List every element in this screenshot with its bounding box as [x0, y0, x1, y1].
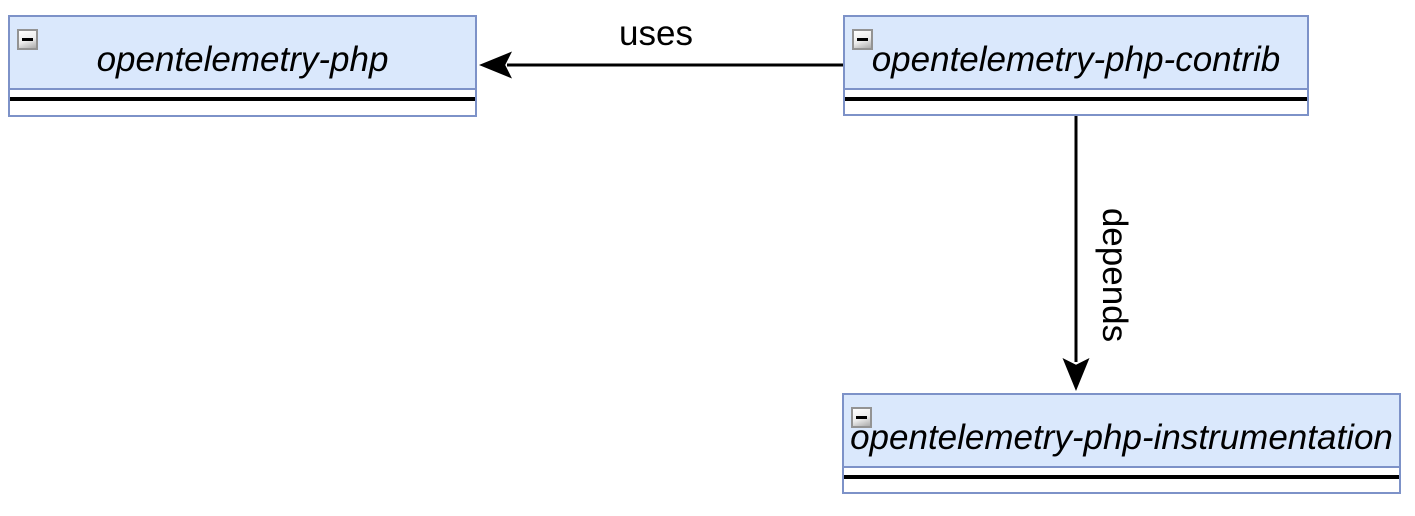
node-title: opentelemetry-php-instrumentation — [850, 417, 1393, 457]
compartment-divider — [844, 475, 1399, 479]
compartment-divider — [10, 97, 475, 101]
compartment-divider — [845, 97, 1307, 101]
arrowhead-left-icon — [479, 51, 512, 79]
collapse-button[interactable] — [852, 29, 873, 50]
node-opentelemetry-php-contrib[interactable]: opentelemetry-php-contrib — [843, 15, 1309, 116]
node-compartment — [844, 468, 1399, 491]
minus-icon — [22, 38, 33, 41]
node-title: opentelemetry-php-contrib — [871, 39, 1281, 79]
node-title: opentelemetry-php — [96, 39, 389, 79]
uses-edge-label: uses — [619, 14, 693, 53]
node-header: opentelemetry-php-contrib — [845, 17, 1307, 90]
collapse-button[interactable] — [851, 407, 872, 428]
node-header: opentelemetry-php-instrumentation — [844, 395, 1399, 468]
depends-edge-label: depends — [1095, 207, 1134, 343]
minus-icon — [857, 38, 868, 41]
node-compartment — [845, 90, 1307, 113]
node-opentelemetry-php[interactable]: opentelemetry-php — [8, 15, 477, 117]
depends-edge — [1062, 116, 1090, 391]
node-header: opentelemetry-php — [10, 17, 475, 90]
collapse-button[interactable] — [17, 29, 38, 50]
node-opentelemetry-php-instrumentation[interactable]: opentelemetry-php-instrumentation — [842, 393, 1401, 494]
minus-icon — [856, 416, 867, 419]
node-compartment — [10, 90, 475, 113]
arrowhead-down-icon — [1062, 358, 1090, 391]
